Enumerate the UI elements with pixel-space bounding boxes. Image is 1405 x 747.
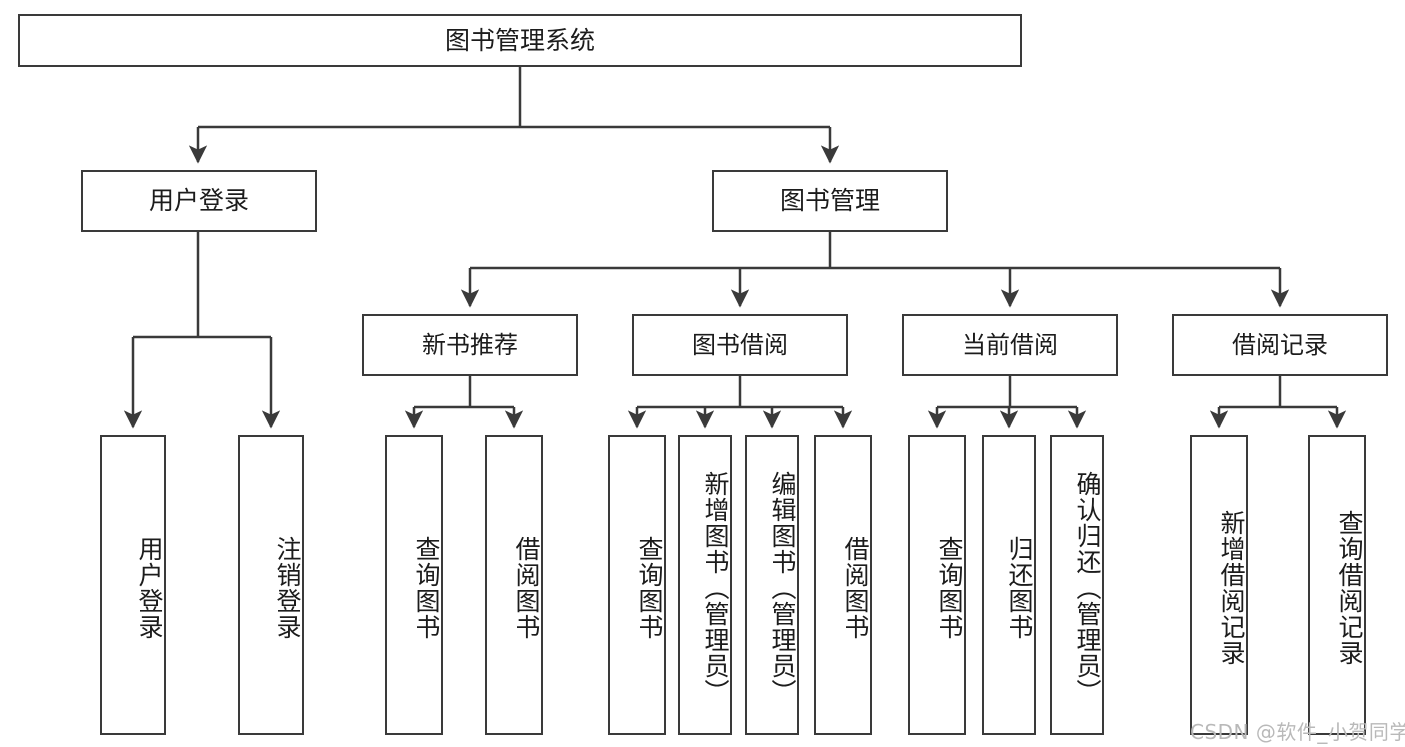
leaf-query-book-newbook[interactable]: 查询图书 xyxy=(385,435,443,735)
leaf-edit-book-admin[interactable]: 编辑图书（管理员） xyxy=(745,435,799,735)
node-root-label: 图书管理系统 xyxy=(444,25,595,55)
leaf-confirm-return-admin[interactable]: 确认归还（管理员） xyxy=(1050,435,1104,735)
leaf-add-borrow-record-label: 新增借阅记录 xyxy=(1217,510,1246,666)
node-borrow-record-label: 借阅记录 xyxy=(1232,330,1328,359)
leaf-borrow-book-newbook-label: 借阅图书 xyxy=(512,536,541,640)
node-book-management[interactable]: 图书管理 xyxy=(712,170,948,232)
node-book-borrow[interactable]: 图书借阅 xyxy=(632,314,848,376)
leaf-borrow-book-newbook[interactable]: 借阅图书 xyxy=(485,435,543,735)
leaf-query-book-borrow[interactable]: 查询图书 xyxy=(608,435,666,735)
leaf-edit-book-admin-label: 编辑图书（管理员） xyxy=(768,471,797,705)
node-user-login[interactable]: 用户登录 xyxy=(81,170,317,232)
node-current-borrow[interactable]: 当前借阅 xyxy=(902,314,1118,376)
leaf-user-login[interactable]: 用户登录 xyxy=(100,435,166,735)
leaf-logout-label: 注销登录 xyxy=(273,536,302,640)
node-new-book-recommend[interactable]: 新书推荐 xyxy=(362,314,578,376)
leaf-return-book-label: 归还图书 xyxy=(1005,536,1034,640)
node-new-book-recommend-label: 新书推荐 xyxy=(422,330,518,359)
leaf-borrow-book-label: 借阅图书 xyxy=(841,536,870,640)
leaf-logout[interactable]: 注销登录 xyxy=(238,435,304,735)
leaf-borrow-book[interactable]: 借阅图书 xyxy=(814,435,872,735)
leaf-query-book-borrow-label: 查询图书 xyxy=(635,536,664,640)
node-root[interactable]: 图书管理系统 xyxy=(18,14,1022,67)
leaf-return-book[interactable]: 归还图书 xyxy=(982,435,1036,735)
leaf-query-book-newbook-label: 查询图书 xyxy=(412,536,441,640)
leaf-query-borrow-record-label: 查询借阅记录 xyxy=(1335,510,1364,666)
node-book-borrow-label: 图书借阅 xyxy=(692,330,788,359)
node-borrow-record[interactable]: 借阅记录 xyxy=(1172,314,1388,376)
leaf-confirm-return-admin-label: 确认归还（管理员） xyxy=(1073,471,1102,705)
leaf-add-book-admin-label: 新增图书（管理员） xyxy=(701,471,730,705)
leaf-query-book-current-label: 查询图书 xyxy=(935,536,964,640)
leaf-add-book-admin[interactable]: 新增图书（管理员） xyxy=(678,435,732,735)
node-current-borrow-label: 当前借阅 xyxy=(962,330,1058,359)
node-user-login-label: 用户登录 xyxy=(148,186,249,216)
leaf-query-book-current[interactable]: 查询图书 xyxy=(908,435,966,735)
leaf-query-borrow-record[interactable]: 查询借阅记录 xyxy=(1308,435,1366,735)
node-book-management-label: 图书管理 xyxy=(779,186,880,216)
leaf-add-borrow-record[interactable]: 新增借阅记录 xyxy=(1190,435,1248,735)
leaf-user-login-label: 用户登录 xyxy=(135,536,164,640)
